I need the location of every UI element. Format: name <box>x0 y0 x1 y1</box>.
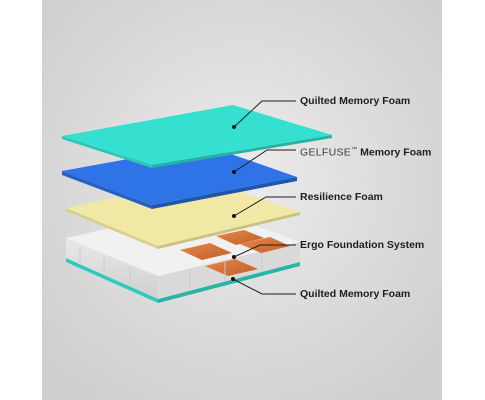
layer-quilted-bottom <box>66 258 300 303</box>
gelfuse-brand-text: GELFUSE <box>300 146 352 159</box>
leader-gelfuse <box>233 149 296 173</box>
layer-gelfuse-memory-foam <box>62 145 297 209</box>
label-text: Resilience Foam <box>300 191 383 203</box>
label-quilted-memory-foam-top: Quilted Memory Foam <box>300 95 410 107</box>
label-text: Ergo Foundation System <box>300 239 425 251</box>
leader-resilience <box>233 196 296 217</box>
label-text: Quilted Memory Foam <box>300 95 411 107</box>
label-text: Memory Foam <box>360 146 432 159</box>
trademark-symbol: ™ <box>351 147 358 153</box>
leader-quilted-bottom <box>232 278 296 295</box>
leader-lines <box>232 100 296 295</box>
label-quilted-memory-foam-bottom: Quilted Memory Foam <box>300 288 410 300</box>
leader-ergo <box>233 244 296 258</box>
layer-quilted-top <box>62 105 332 168</box>
layer-ergo-foundation <box>66 207 300 299</box>
label-resilience-foam: Resilience Foam <box>300 191 383 203</box>
leader-dots <box>231 125 236 281</box>
leader-quilted-top <box>233 100 296 128</box>
label-ergo-foundation-system: Ergo Foundation System <box>300 239 424 251</box>
label-text: Quilted Memory Foam <box>300 288 411 300</box>
